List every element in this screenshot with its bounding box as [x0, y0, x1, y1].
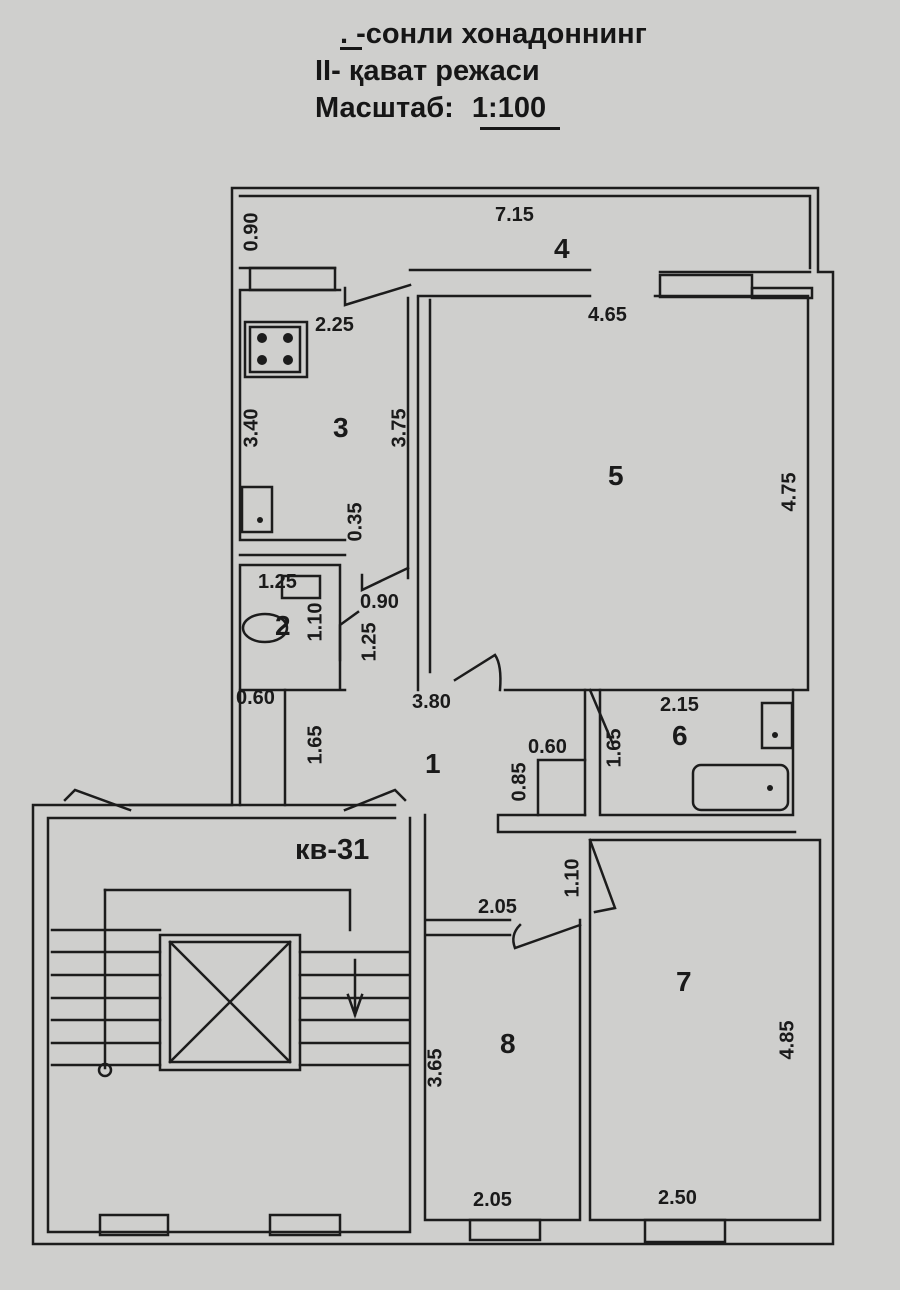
room-5-label: 5: [608, 460, 624, 491]
dim-door-passage: 1.10: [561, 858, 584, 898]
door-swing: [63, 788, 407, 812]
stove-top: [248, 325, 302, 374]
dim-hall-width: 3.80: [412, 691, 451, 713]
plan-scale-line: Масштаб: 1:100: [315, 92, 900, 125]
window: [643, 1218, 727, 1244]
kitchen-wall: [238, 288, 347, 557]
scale-value: 1:100: [471, 92, 547, 124]
bath-wall: [583, 688, 795, 817]
door-swing: [453, 653, 502, 692]
corridor-wall: [406, 296, 420, 692]
stair-rail: [103, 888, 352, 932]
room-2-label: 2: [275, 610, 291, 641]
dim-room5-width: 4.65: [588, 304, 627, 326]
dim-closet-width: 0.60: [528, 736, 567, 758]
plan-title-line1: . -сонли хонадоннинг: [340, 18, 647, 50]
niche-wall: [238, 688, 287, 807]
dim-room8-top: 2.05: [478, 896, 517, 918]
scale-label: Масштаб:: [315, 92, 454, 124]
room-6-label: 6: [672, 720, 688, 751]
dim-closet-length: 0.85: [508, 762, 531, 802]
dim-kitchen-length: 3.40: [240, 408, 263, 448]
dim-niche-length: 1.65: [304, 725, 327, 765]
dim-bath-length: 1.65: [603, 728, 626, 768]
apartment-number: кв-31: [295, 834, 370, 866]
elevator-shaft: [158, 933, 302, 1072]
door-swing: [360, 566, 410, 592]
room7-wall: [588, 838, 822, 1222]
window: [268, 1213, 342, 1237]
dim-bath-gap: 0.35: [344, 502, 367, 542]
bath-sink: [760, 701, 794, 750]
title-underline: [340, 47, 362, 50]
room-8-label: 8: [500, 1028, 516, 1059]
window-sill: [750, 286, 814, 300]
room8-wall: [423, 813, 582, 1222]
bathtub: [691, 763, 790, 812]
outer-wall-inner: [238, 194, 812, 270]
plan-title-line2: II- қават режаси: [315, 55, 540, 87]
kitchen-sink: [240, 485, 274, 534]
scale-underline: [480, 127, 560, 130]
room5-wall: [416, 294, 810, 692]
elevator-cross: [168, 940, 292, 1064]
door-swing: [338, 610, 360, 662]
door-swing: [512, 923, 582, 950]
stair-newel: [97, 1062, 113, 1078]
door-swing: [588, 688, 614, 744]
dim-corridor-length: 3.75: [388, 408, 411, 448]
dim-room8-bottom: 2.05: [473, 1189, 512, 1211]
balcony-window: [658, 273, 754, 299]
door-swing: [588, 838, 617, 914]
dim-balcony-length: 7.15: [495, 204, 534, 226]
stair-wall: [46, 803, 412, 1234]
window: [468, 1218, 542, 1242]
stair-arrow: [346, 958, 364, 1019]
dim-room7-bottom: 2.50: [658, 1187, 697, 1209]
toilet-tank: [280, 574, 322, 600]
window: [98, 1213, 170, 1237]
toilet-bowl: [241, 612, 289, 644]
dim-bath-width: 2.15: [660, 694, 699, 716]
dim-room5-length: 4.75: [778, 472, 801, 512]
dim-balcony-height: 0.90: [240, 212, 263, 252]
room-7-label: 7: [676, 966, 692, 997]
dim-wc-width: 1.25: [258, 571, 297, 593]
room-1-label: 1: [425, 748, 441, 779]
dim-wc-length: 1.10: [304, 602, 327, 642]
dim-kitchen-width: 2.25: [315, 314, 354, 336]
room-3-label: 3: [333, 412, 349, 443]
dim-wc-side: 1.25: [358, 622, 381, 662]
dim-room8-length: 3.65: [424, 1048, 447, 1088]
room-4-label: 4: [554, 233, 570, 264]
door-swing: [343, 283, 412, 307]
dim-room7-length: 4.85: [776, 1020, 799, 1060]
elevator-car: [168, 940, 292, 1064]
dim-wc-door: 0.90: [360, 591, 399, 613]
stove: [243, 320, 309, 379]
balcony-window: [248, 266, 337, 292]
dim-niche-width: 0.60: [236, 687, 275, 709]
hall-wall: [496, 813, 797, 834]
closet-wall: [536, 758, 587, 817]
